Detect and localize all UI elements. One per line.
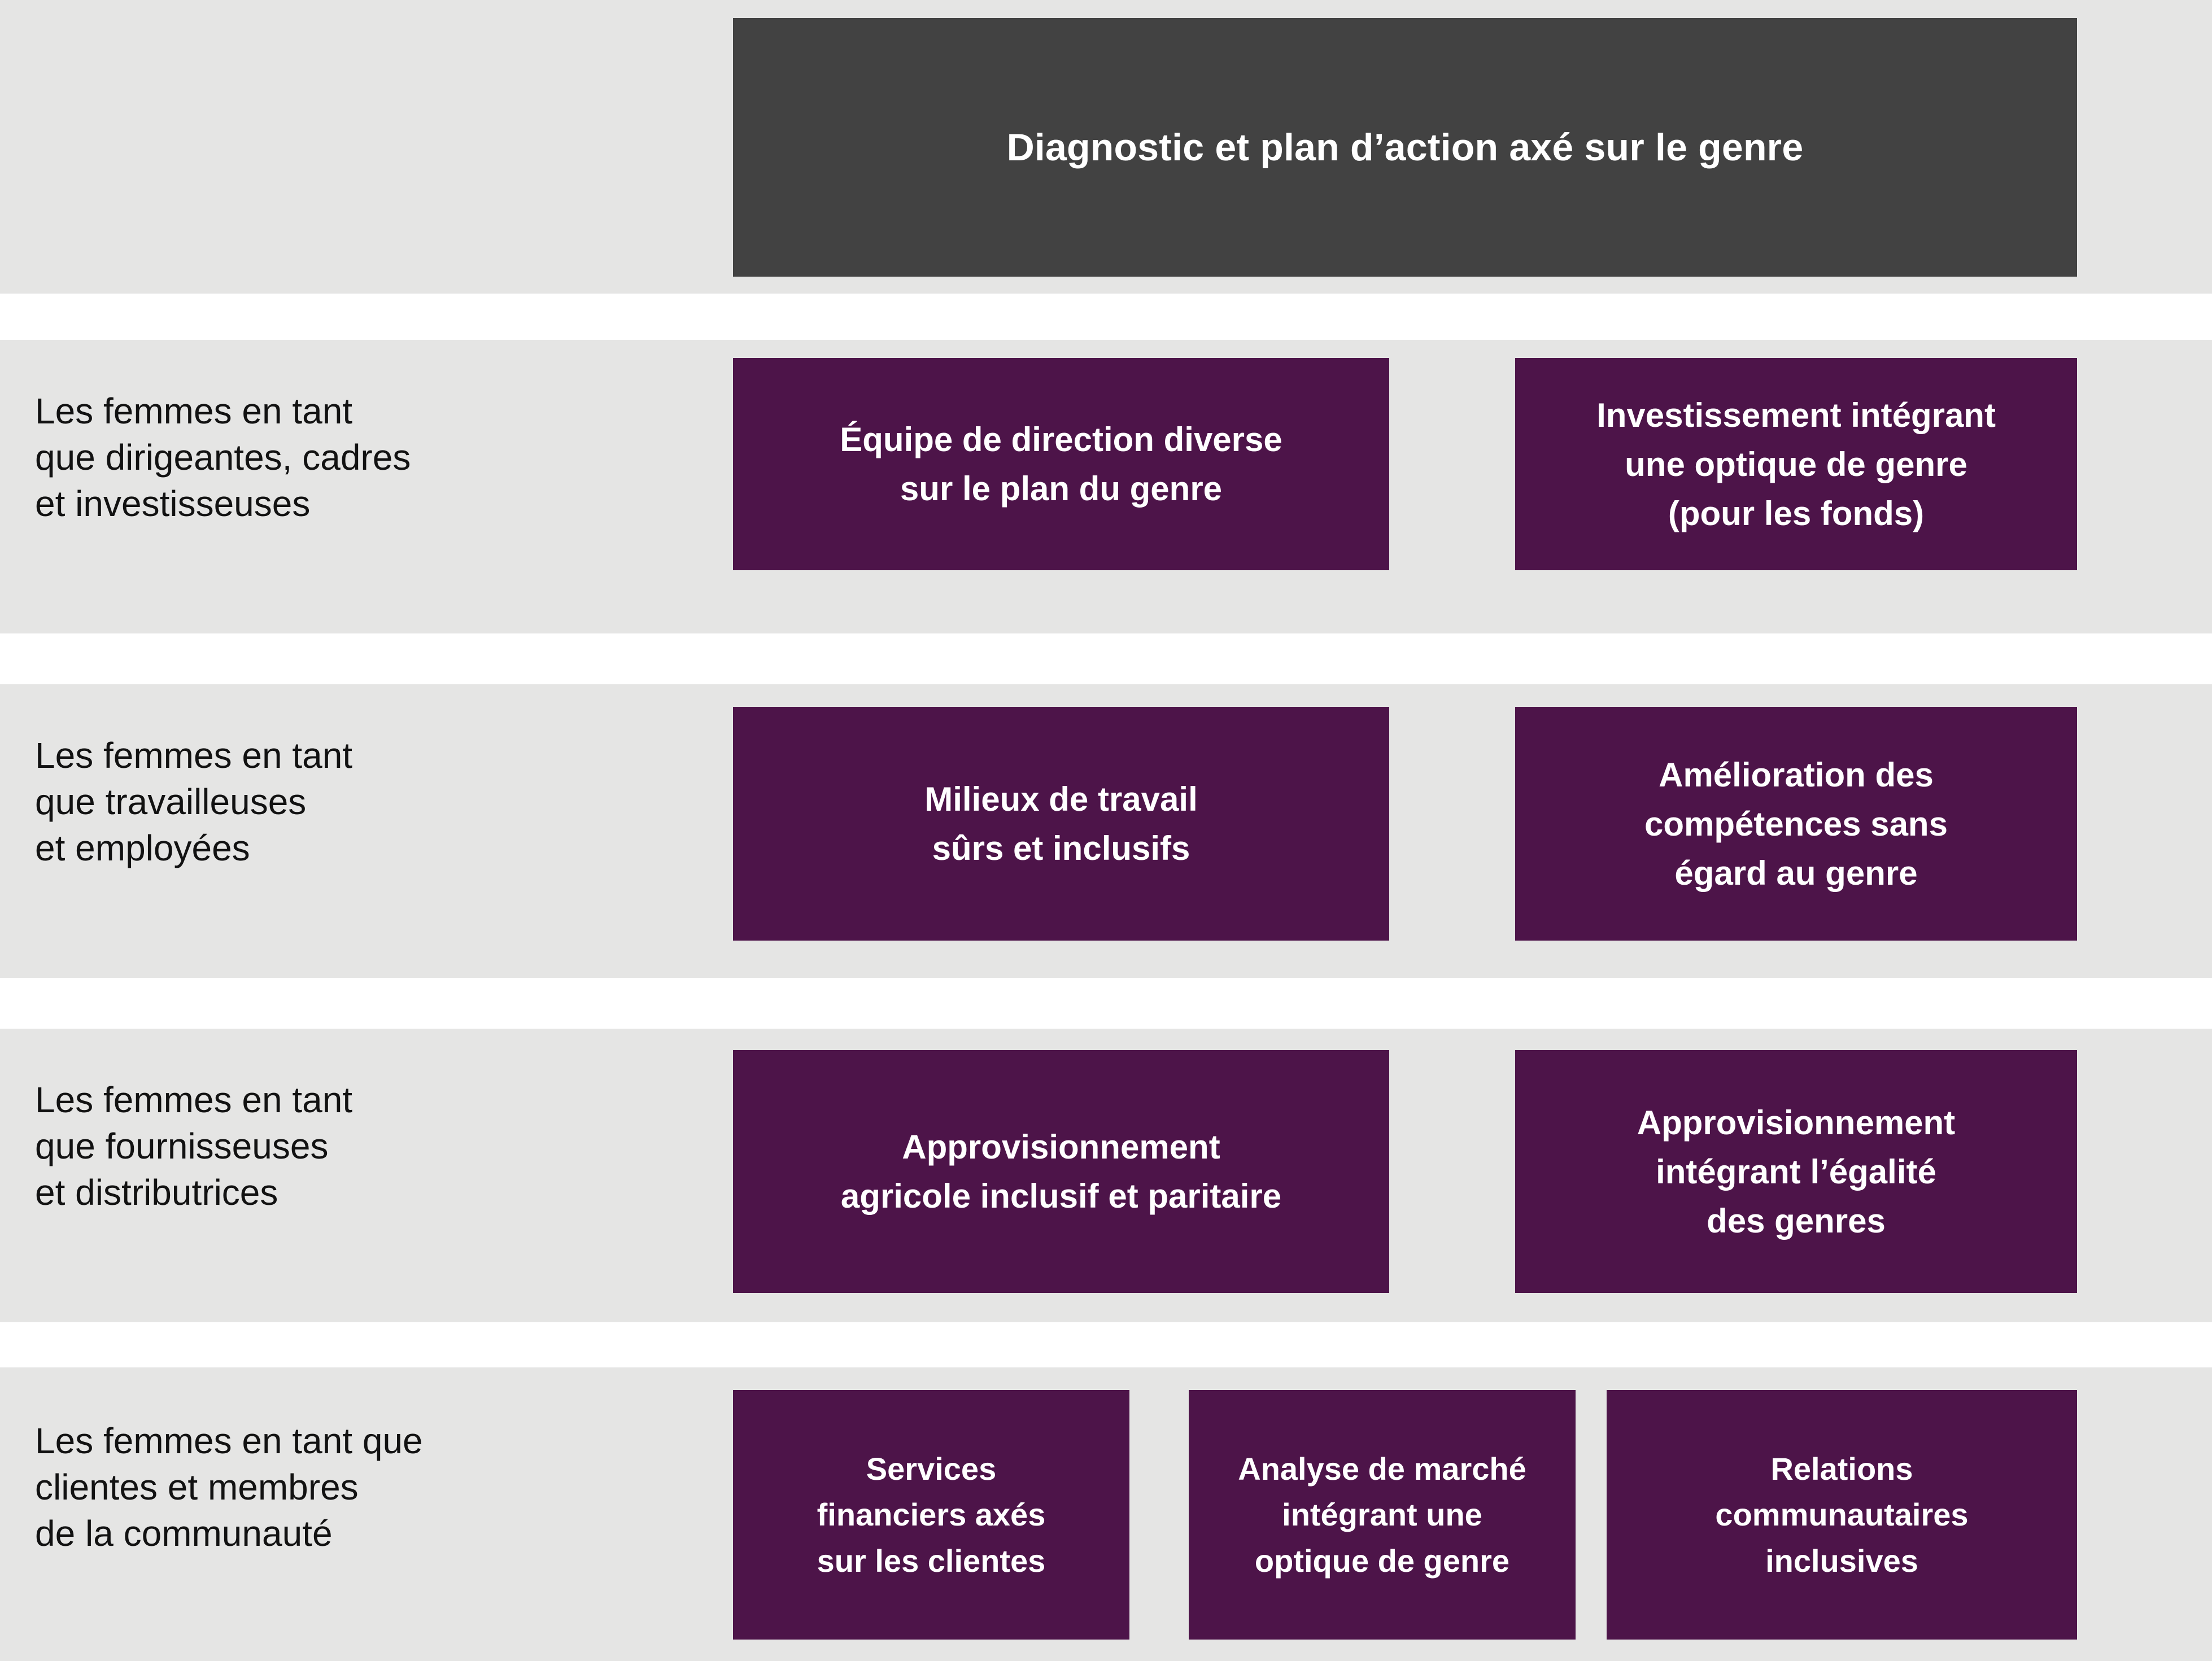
card-label: Milieux de travail sûrs et inclusifs [924,780,1198,867]
card-label: Analyse de marché intégrant une optique … [1238,1451,1526,1579]
card-label: Équipe de direction diverse sur le plan … [840,421,1282,508]
card-label: Services financiers axés sur les cliente… [817,1451,1046,1579]
page-title: Diagnostic et plan d’action axé sur le g… [1006,125,1804,169]
row-label-women-as-workers: Les femmes en tant que travailleuses et … [35,735,353,868]
card-label: Amélioration des compétences sans égard … [1644,755,1948,892]
card-label: Relations communautaires inclusives [1715,1451,1969,1579]
card-diverse-leadership-team: Équipe de direction diverse sur le plan … [733,358,1389,570]
row-label-women-as-leaders: Les femmes en tant que dirigeantes, cadr… [35,391,411,524]
card-client-focused-financial-services: Services financiers axés sur les cliente… [733,1390,1129,1640]
card-label: Approvisionnement agricole inclusif et p… [840,1128,1282,1215]
row-label-women-as-suppliers: Les femmes en tant que fournisseuses et … [35,1079,353,1213]
card-label: Investissement intégrant une optique de … [1596,396,1996,532]
card-inclusive-community-relations: Relations communautaires inclusives [1607,1390,2077,1640]
card-gender-lens-market-analysis: Analyse de marché intégrant une optique … [1189,1390,1576,1640]
card-safe-inclusive-workplaces: Milieux de travail sûrs et inclusifs [733,707,1389,941]
card-label: Approvisionnement intégrant l’égalité de… [1637,1103,1956,1240]
card-inclusive-agricultural-sourcing: Approvisionnement agricole inclusif et p… [733,1050,1389,1293]
row-label-women-as-clients: Les femmes en tant que clientes et membr… [35,1420,423,1554]
card-gender-lens-investing: Investissement intégrant une optique de … [1515,358,2077,570]
diagram-header-bar: Diagnostic et plan d’action axé sur le g… [733,18,2077,277]
card-gender-neutral-skills-development: Amélioration des compétences sans égard … [1515,707,2077,941]
card-gender-equal-procurement: Approvisionnement intégrant l’égalité de… [1515,1050,2077,1293]
